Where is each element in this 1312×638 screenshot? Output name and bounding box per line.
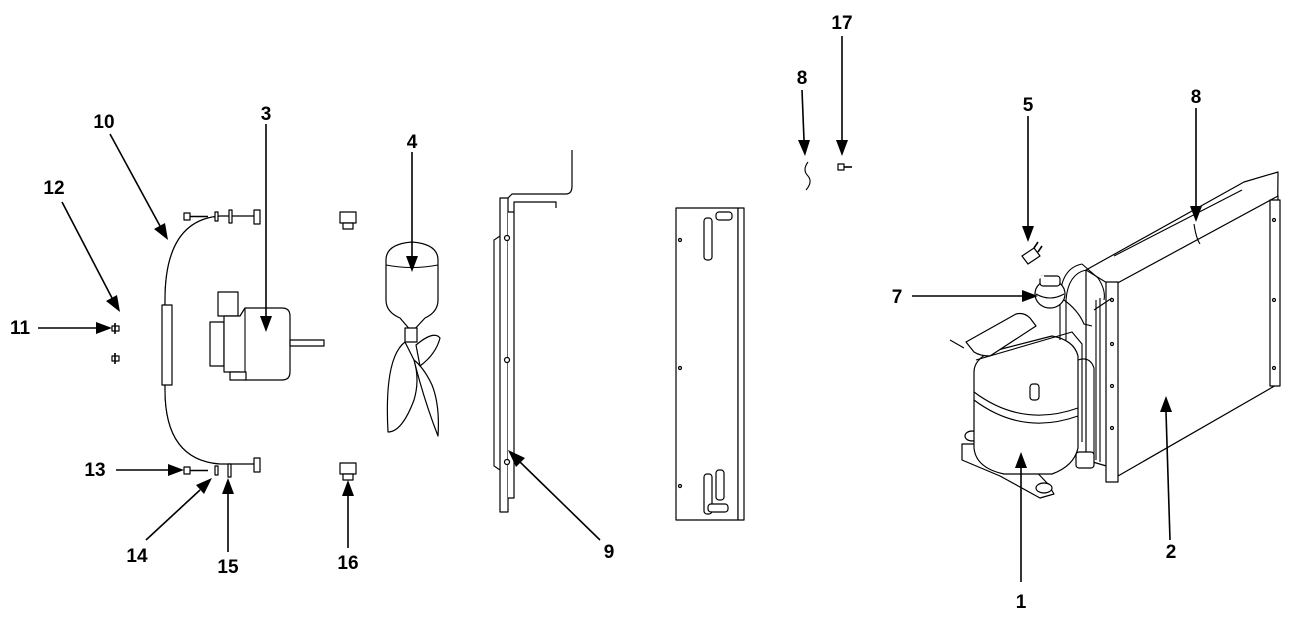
callout-2: 2 bbox=[1166, 542, 1177, 563]
part-condenser-coil bbox=[1085, 171, 1281, 483]
callout-1: 1 bbox=[1016, 592, 1027, 613]
callout-8-left: 8 bbox=[797, 68, 808, 89]
part-fan-motor bbox=[209, 291, 325, 381]
part-side-panel bbox=[675, 207, 745, 521]
callout-11: 11 bbox=[10, 318, 31, 339]
part-bracket-hardware-bottom bbox=[183, 463, 232, 478]
callout-14: 14 bbox=[126, 546, 148, 567]
callout-3: 3 bbox=[261, 104, 272, 125]
callout-8-right: 8 bbox=[1191, 87, 1202, 108]
part-screws-11-12 bbox=[111, 323, 120, 364]
part-fan-shroud bbox=[493, 150, 573, 513]
part-motor-bracket bbox=[161, 209, 261, 473]
callout-4: 4 bbox=[407, 132, 418, 153]
part-bracket-hardware-top bbox=[183, 209, 233, 224]
callout-15: 15 bbox=[217, 557, 239, 578]
callout-10: 10 bbox=[93, 112, 114, 133]
callout-17: 17 bbox=[831, 13, 852, 34]
part-nut-bottom bbox=[339, 462, 357, 481]
part-power-cord-5 bbox=[970, 241, 1045, 297]
leader-lines bbox=[38, 36, 1202, 582]
part-fan-blade bbox=[385, 241, 441, 437]
part-nut-top bbox=[339, 211, 357, 230]
callout-5: 5 bbox=[1023, 95, 1034, 116]
callout-13: 13 bbox=[84, 460, 105, 481]
callout-12: 12 bbox=[43, 178, 64, 199]
part-screw-17 bbox=[837, 163, 852, 171]
callout-labels: 1 2 3 4 5 7 8 8 9 10 11 12 13 14 15 16 1… bbox=[10, 13, 1201, 613]
callout-7: 7 bbox=[892, 287, 903, 308]
callout-16: 16 bbox=[337, 553, 358, 574]
callout-9: 9 bbox=[604, 542, 615, 563]
part-drier-7 bbox=[1034, 275, 1093, 327]
part-wire-clip-8 bbox=[804, 161, 811, 191]
part-compressor bbox=[949, 263, 1113, 499]
